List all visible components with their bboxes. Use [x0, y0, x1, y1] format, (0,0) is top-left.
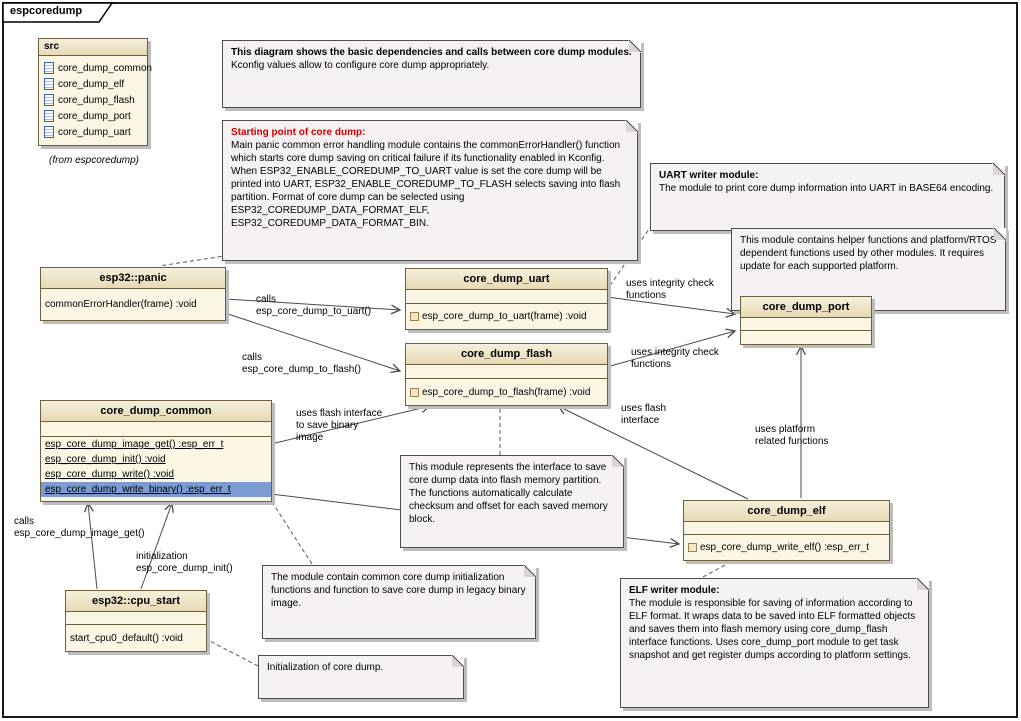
note-common-module[interactable]: The module contain common core dump init… — [262, 565, 536, 639]
package-item-label: core_dump_port — [58, 110, 131, 122]
package-item-list: core_dump_common core_dump_elf core_dump… — [39, 56, 152, 145]
package-origin-label: (from espcoredump) — [48, 155, 140, 166]
note-text: Initialization of core dump. — [267, 662, 384, 673]
method-commonErrorHandler[interactable]: commonErrorHandler(frame) :void — [45, 299, 197, 310]
note-flash-interface[interactable]: This module represents the interface to … — [400, 455, 624, 548]
attributes-compartment — [41, 422, 271, 437]
package-item-label: core_dump_common — [58, 62, 152, 74]
package-item-core-dump-elf[interactable]: core_dump_elf — [39, 76, 147, 92]
note-elf-writer[interactable]: ELF writer module: The module is respons… — [620, 578, 929, 708]
document-icon — [44, 62, 54, 74]
note-title: ELF writer module: — [629, 585, 720, 596]
package-item-core-dump-common[interactable]: core_dump_common — [39, 60, 152, 76]
document-icon — [44, 94, 54, 106]
method-icon — [688, 543, 697, 552]
class-title: core_dump_port — [741, 297, 871, 318]
note-text: This module contains helper functions an… — [740, 235, 997, 272]
class-title: core_dump_elf — [684, 501, 889, 522]
edge-label-integrity-flash[interactable]: uses integrity check functions — [631, 347, 719, 370]
package-name: src — [39, 39, 147, 56]
frame-tab — [2, 2, 114, 23]
note-overview[interactable]: This diagram shows the basic dependencie… — [222, 40, 641, 108]
note-text: Kconfig values allow to configure core d… — [231, 60, 490, 71]
edge-label-initialization[interactable]: initialization esp_core_dump_init() — [136, 551, 233, 574]
method-label: esp_core_dump_to_uart(frame) :void — [422, 311, 587, 322]
edge-label-calls-image-get[interactable]: calls esp_core_dump_image_get() — [14, 516, 145, 539]
method-icon — [410, 388, 419, 397]
method-esp-core-dump-init[interactable]: esp_core_dump_init() :void — [45, 454, 166, 465]
class-esp32-panic[interactable]: esp32::panic commonErrorHandler(frame) :… — [40, 267, 226, 321]
method-label: esp_core_dump_to_flash(frame) :void — [422, 387, 591, 398]
attributes-compartment — [684, 522, 889, 535]
note-title: UART writer module: — [659, 170, 759, 181]
package-src[interactable]: src core_dump_common core_dump_elf core_… — [38, 38, 152, 146]
document-icon — [44, 110, 54, 122]
edge-label-calls-to-flash[interactable]: calls esp_core_dump_to_flash() — [242, 352, 361, 375]
package-item-label: core_dump_uart — [58, 126, 131, 138]
edge-label-calls-to-uart[interactable]: calls esp_core_dump_to_uart() — [256, 294, 372, 317]
package-item-label: core_dump_flash — [58, 94, 135, 106]
class-core-dump-common[interactable]: core_dump_common esp_core_dump_image_get… — [40, 400, 272, 502]
note-uart-writer[interactable]: UART writer module: The module to print … — [650, 163, 1005, 231]
class-esp32-cpu-start[interactable]: esp32::cpu_start start_cpu0_default() :v… — [65, 590, 207, 652]
edge-label-platform[interactable]: uses platform related functions — [755, 424, 829, 447]
note-text: The module contain common core dump init… — [271, 572, 526, 609]
method-esp-core-dump-write[interactable]: esp_core_dump_write() :void — [45, 469, 174, 480]
note-text: Main panic common error handling module … — [231, 140, 621, 229]
class-core-dump-port[interactable]: core_dump_port — [740, 296, 872, 345]
note-title: This diagram shows the basic dependencie… — [231, 47, 632, 58]
edge-label-flash-binary[interactable]: uses flash interface to save binary imag… — [296, 408, 383, 443]
class-core-dump-flash[interactable]: core_dump_flash esp_core_dump_to_flash(f… — [405, 343, 608, 406]
class-core-dump-uart[interactable]: core_dump_uart esp_core_dump_to_uart(fra… — [405, 268, 608, 330]
class-title: core_dump_flash — [406, 344, 607, 365]
package-item-core-dump-port[interactable]: core_dump_port — [39, 108, 147, 124]
package-item-core-dump-uart[interactable]: core_dump_uart — [39, 124, 147, 140]
document-icon — [44, 78, 54, 90]
note-initialization[interactable]: Initialization of core dump. — [258, 655, 464, 699]
method-esp-core-dump-write-elf[interactable]: esp_core_dump_write_elf() :esp_err_t — [684, 540, 889, 555]
document-icon — [44, 126, 54, 138]
edge-label-integrity-uart[interactable]: uses integrity check functions — [626, 278, 714, 301]
method-esp-core-dump-to-uart[interactable]: esp_core_dump_to_uart(frame) :void — [406, 309, 607, 324]
attributes-compartment — [66, 612, 206, 625]
attributes-compartment — [406, 290, 607, 304]
method-esp-core-dump-write-binary[interactable]: esp_core_dump_write_binary() :esp_err_t — [41, 482, 271, 497]
method-icon — [410, 312, 419, 321]
method-label: esp_core_dump_write_elf() :esp_err_t — [700, 542, 869, 553]
diagram-title: espcoredump — [10, 5, 83, 17]
attributes-compartment — [406, 365, 607, 379]
method-esp-core-dump-image-get[interactable]: esp_core_dump_image_get() :esp_err_t — [45, 439, 224, 450]
edge-label-flash-elf[interactable]: uses flash interface — [621, 403, 667, 426]
package-item-core-dump-flash[interactable]: core_dump_flash — [39, 92, 147, 108]
package-item-label: core_dump_elf — [58, 78, 125, 90]
note-title: Starting point of core dump: — [231, 127, 366, 138]
method-esp-core-dump-to-flash[interactable]: esp_core_dump_to_flash(frame) :void — [406, 385, 607, 400]
class-title: core_dump_common — [41, 401, 271, 422]
note-text: The module is responsible for saving of … — [629, 598, 916, 661]
class-title: core_dump_uart — [406, 269, 607, 290]
attributes-compartment — [741, 318, 871, 331]
class-title: esp32::panic — [41, 268, 225, 289]
note-text: The module to print core dump informatio… — [659, 183, 994, 194]
note-starting-point[interactable]: Starting point of core dump: Main panic … — [222, 120, 638, 261]
note-text: This module represents the interface to … — [409, 462, 608, 525]
method-start-cpu0-default[interactable]: start_cpu0_default() :void — [70, 633, 183, 644]
class-title: esp32::cpu_start — [66, 591, 206, 612]
class-core-dump-elf[interactable]: core_dump_elf esp_core_dump_write_elf() … — [683, 500, 890, 561]
